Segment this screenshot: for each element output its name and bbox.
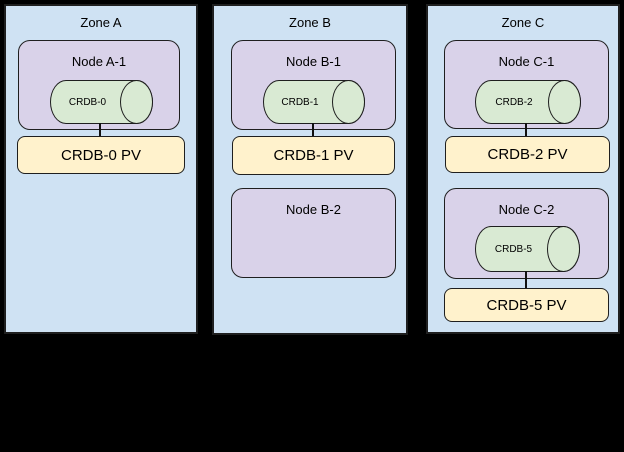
node-b-2-label: Node B-2 bbox=[286, 202, 341, 217]
crdb-1-pv-label: CRDB-1 PV bbox=[273, 147, 354, 164]
node-c-1-label: Node C-1 bbox=[498, 54, 555, 69]
connector-crdb0-pv bbox=[99, 123, 101, 137]
connector-crdb2-pv bbox=[525, 123, 527, 137]
crdb-5-cylinder: CRDB-5 bbox=[475, 226, 580, 272]
connector-crdb5-pv bbox=[525, 271, 527, 288]
crdb-0-pv-label: CRDB-0 PV bbox=[60, 146, 142, 164]
zone-b-label: Zone B bbox=[289, 15, 331, 30]
zone-c: Zone C Node C-1 CRDB-2 CRDB-2 PV Node C-… bbox=[426, 4, 620, 334]
crdb-5-label: CRDB-5 bbox=[494, 243, 533, 255]
node-b-2: Node B-2 bbox=[231, 188, 396, 278]
zone-a: Zone A Node A-1 CRDB-0 CRDB-0 PV bbox=[4, 4, 198, 334]
zone-a-label: Zone A bbox=[80, 15, 122, 30]
crdb-2-pv-label: CRDB-2 PV bbox=[487, 146, 568, 163]
node-b-1: Node B-1 CRDB-1 bbox=[231, 40, 396, 130]
crdb-2-pv: CRDB-2 PV bbox=[445, 136, 610, 173]
connector-crdb1-pv bbox=[312, 123, 314, 137]
crdb-0-cylinder: CRDB-0 bbox=[50, 80, 153, 124]
node-c-1: Node C-1 CRDB-2 bbox=[444, 40, 609, 129]
crdb-1-pv: CRDB-1 PV bbox=[232, 136, 395, 175]
node-c-2: Node C-2 CRDB-5 bbox=[444, 188, 609, 279]
node-c-2-label: Node C-2 bbox=[498, 202, 555, 217]
crdb-2-cylinder: CRDB-2 bbox=[475, 80, 581, 124]
node-b-1-label: Node B-1 bbox=[286, 54, 341, 69]
crdb-1-label: CRDB-1 bbox=[281, 96, 319, 108]
node-a-1: Node A-1 CRDB-0 bbox=[18, 40, 180, 130]
zone-c-label: Zone C bbox=[501, 15, 545, 30]
crdb-1-cylinder: CRDB-1 bbox=[263, 80, 365, 124]
crdb-5-pv-label: CRDB-5 PV bbox=[486, 296, 567, 314]
crdb-2-label: CRDB-2 bbox=[495, 96, 533, 108]
crdb-0-pv: CRDB-0 PV bbox=[17, 136, 185, 174]
cylinder-end-cap bbox=[547, 226, 580, 272]
crdb-0-label: CRDB-0 bbox=[68, 96, 107, 108]
cylinder-end-cap bbox=[120, 80, 153, 124]
crdb-5-pv: CRDB-5 PV bbox=[444, 288, 609, 322]
node-a-1-label: Node A-1 bbox=[71, 54, 127, 69]
cylinder-end-cap bbox=[332, 80, 365, 124]
cylinder-end-cap bbox=[548, 80, 581, 124]
zone-b: Zone B Node B-1 CRDB-1 CRDB-1 PV Node B-… bbox=[212, 4, 408, 335]
